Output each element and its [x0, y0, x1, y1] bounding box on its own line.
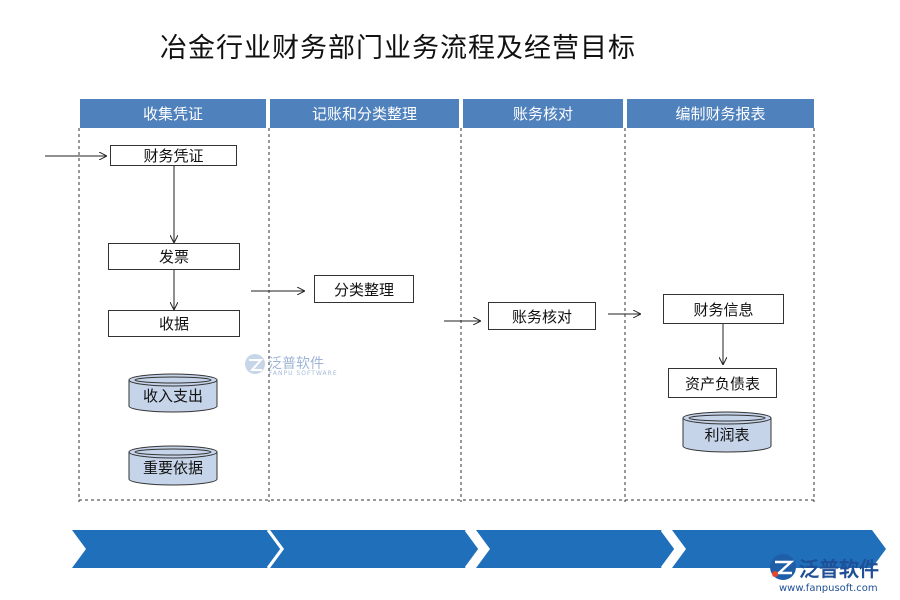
lane-header-reconcile: 账务核对 [463, 99, 623, 128]
watermark-logo-mark [245, 354, 265, 374]
corner-logo-mark [770, 554, 796, 580]
node-reconcile: 账务核对 [488, 302, 596, 330]
watermark-center-text: 泛普软件 [268, 356, 324, 372]
node-classify: 分类整理 [314, 275, 414, 303]
cylinder-income-expense-label: 收入支出 [142, 386, 203, 405]
cylinder-profit-table-label: 利润表 [704, 425, 750, 444]
chevron-4 [672, 530, 886, 568]
chevron-2 [270, 530, 480, 568]
lane-header-bookkeeping: 记账和分类整理 [270, 99, 459, 128]
watermark-center-sub: FANPU SOFTWARE [269, 370, 338, 377]
node-receipt: 收据 [108, 310, 240, 337]
node-financial-info: 财务信息 [663, 294, 784, 324]
node-balance-sheet: 资产负债表 [668, 368, 777, 398]
cylinder-important-basis-label: 重要依据 [142, 458, 203, 477]
page-title: 冶金行业财务部门业务流程及经营目标 [160, 33, 636, 64]
cylinder-profit-table [682, 411, 772, 453]
chevron-band [72, 530, 886, 568]
lane-header-collect: 收集凭证 [80, 99, 266, 128]
node-financial-voucher: 财务凭证 [110, 145, 237, 166]
corner-logo-url: www.fanpusoft.com [779, 583, 878, 594]
lane-header-report: 编制财务报表 [627, 99, 814, 128]
cylinder-important-basis [128, 445, 218, 486]
lane-dividers [78, 128, 815, 502]
node-invoice: 发票 [108, 243, 240, 270]
chevron-1 [72, 530, 282, 568]
corner-logo-text: 泛普软件 [799, 557, 879, 581]
chevron-3 [476, 530, 676, 568]
cylinder-income-expense [128, 373, 218, 413]
